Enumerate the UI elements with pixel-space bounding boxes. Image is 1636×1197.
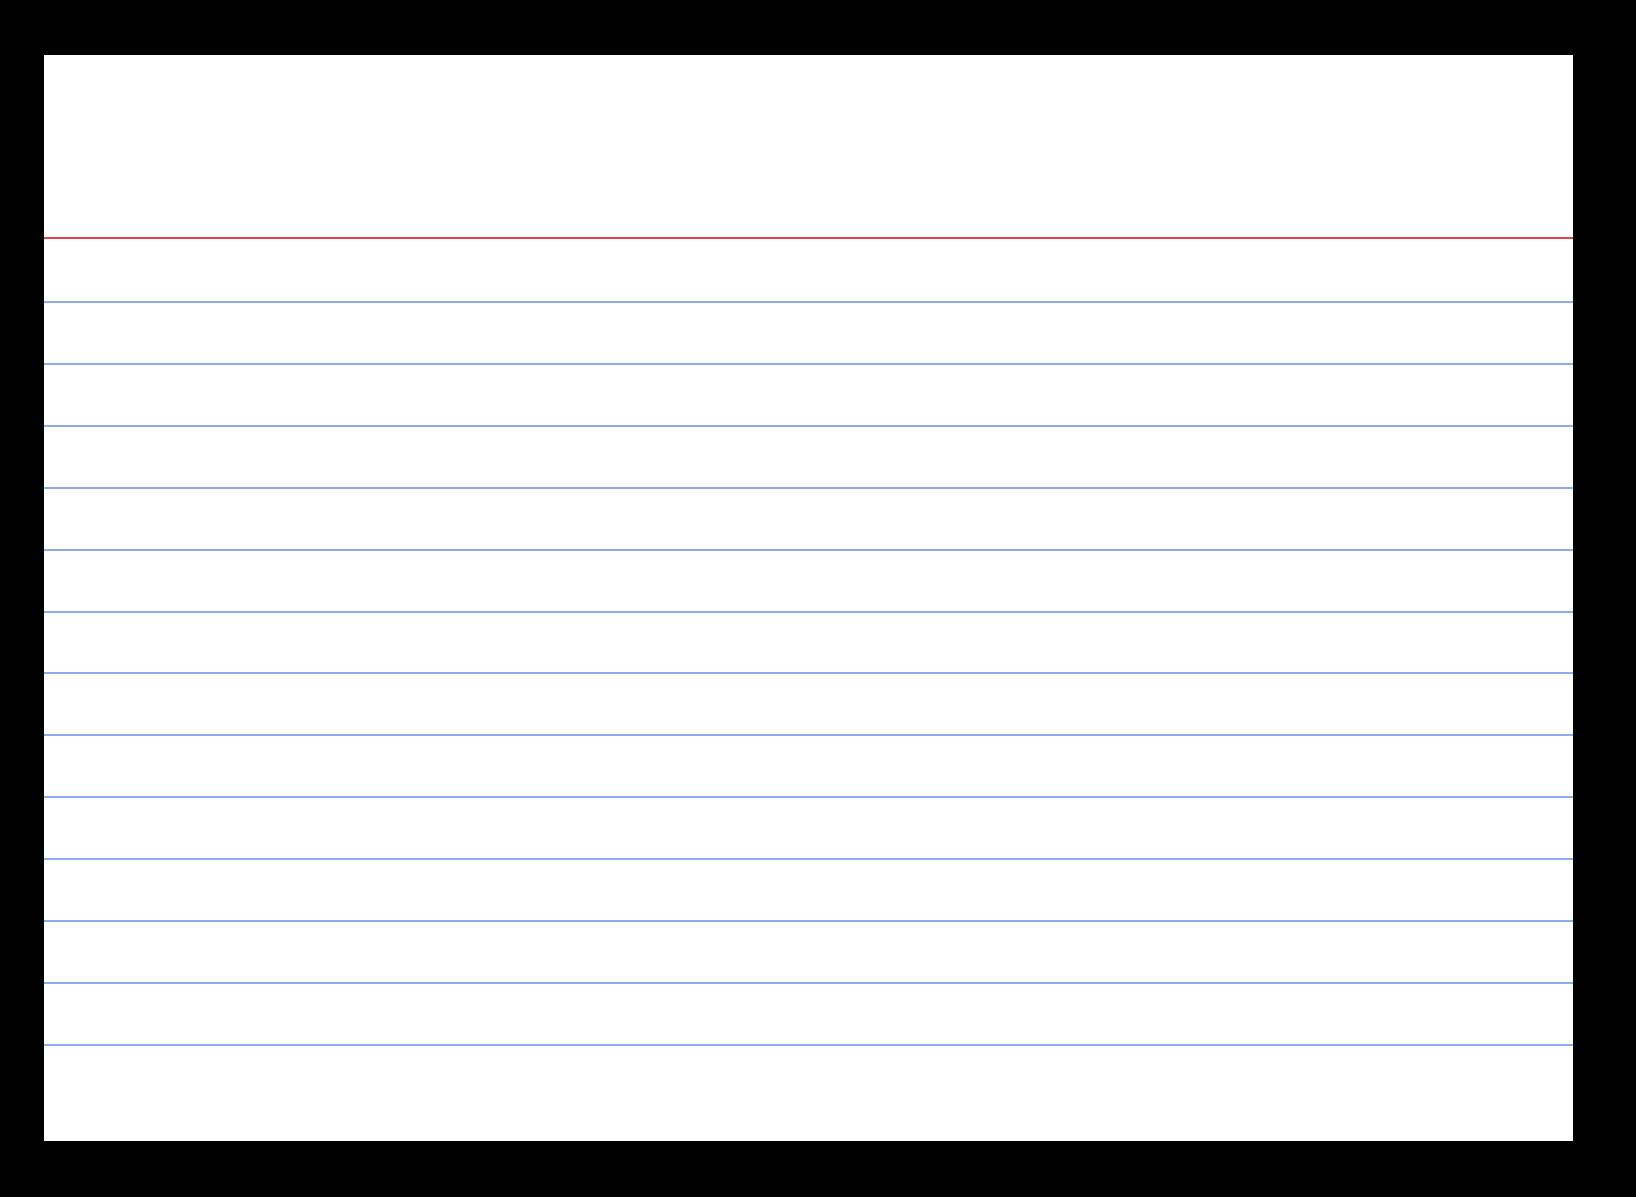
index-card (44, 55, 1573, 1141)
blue-rule-line (44, 672, 1573, 674)
header-red-rule (44, 237, 1573, 239)
blue-rule-line (44, 734, 1573, 736)
blue-rule-line (44, 425, 1573, 427)
blue-rule-line (44, 363, 1573, 365)
blue-rule-line (44, 858, 1573, 860)
blue-rule-line (44, 920, 1573, 922)
blue-rule-line (44, 487, 1573, 489)
blue-rule-line (44, 611, 1573, 613)
blue-rule-line (44, 982, 1573, 984)
blue-rule-line (44, 549, 1573, 551)
blue-rule-line (44, 1044, 1573, 1046)
blue-rule-line (44, 796, 1573, 798)
blue-rule-line (44, 301, 1573, 303)
